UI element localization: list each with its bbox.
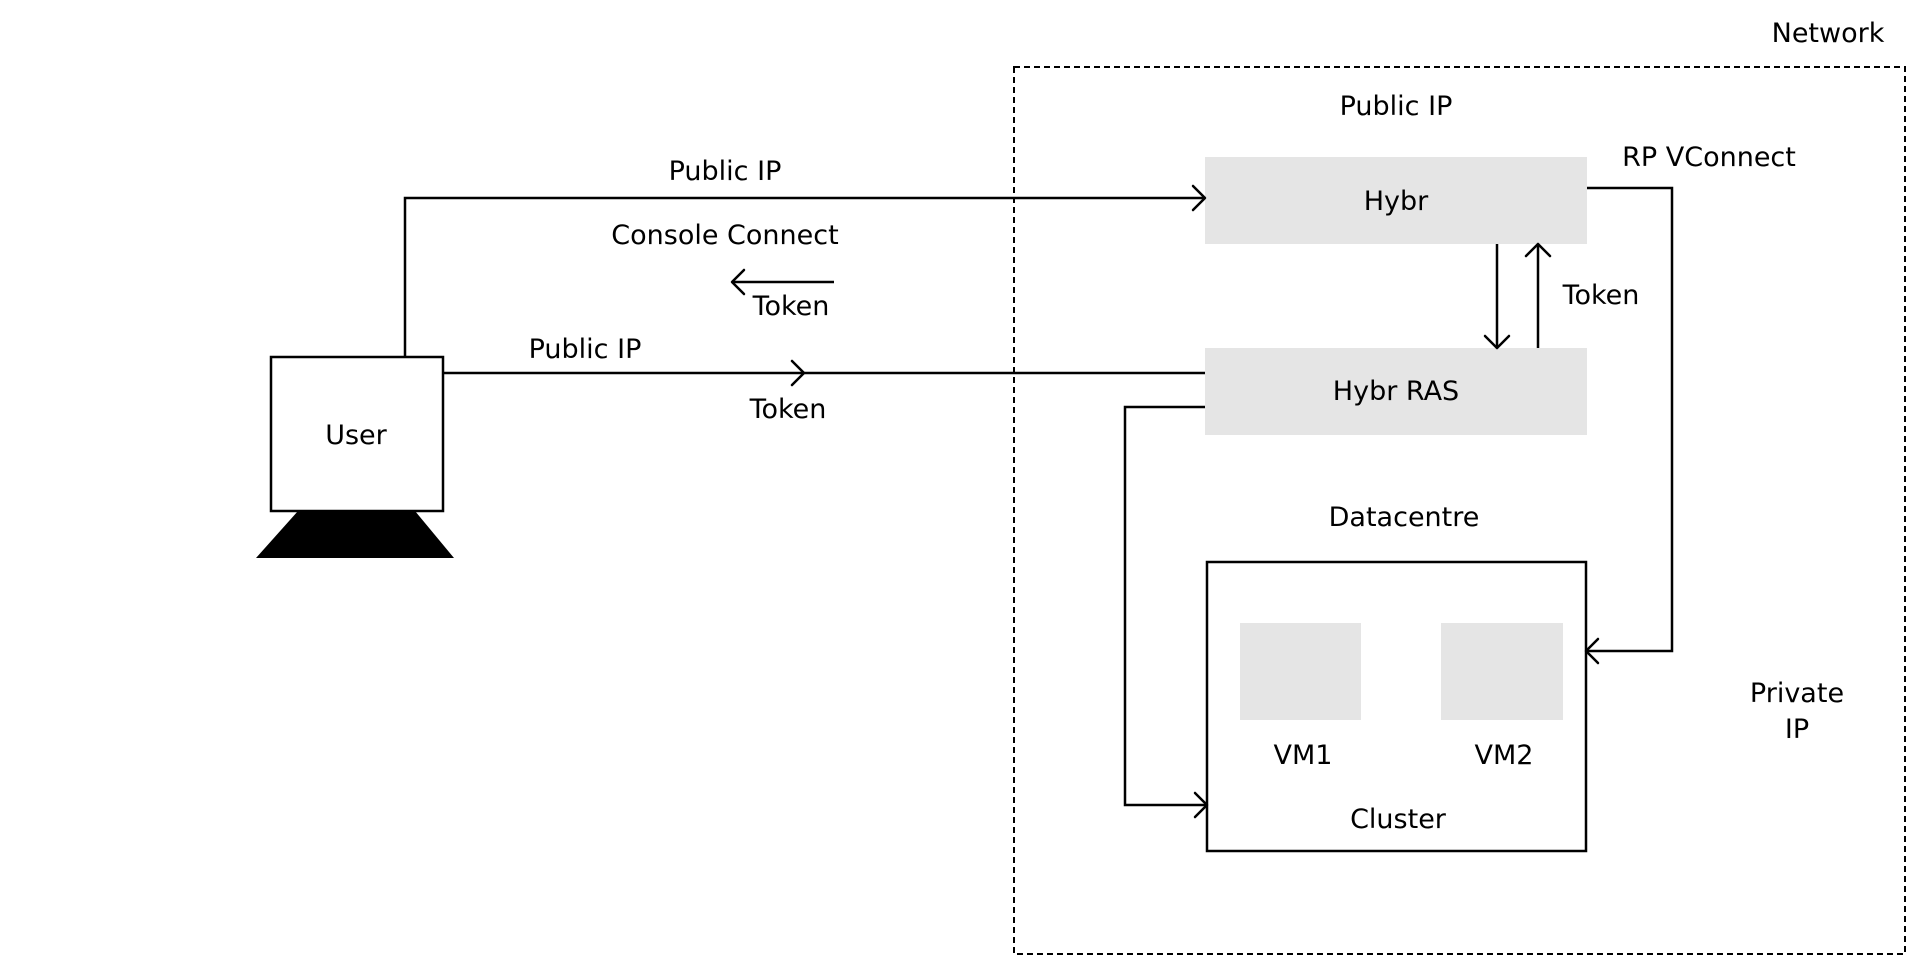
- ras-to-cluster-arrowhead: [1193, 791, 1209, 819]
- cluster-label: Cluster: [1350, 804, 1447, 835]
- hybr-ras-label: Hybr RAS: [1333, 376, 1459, 407]
- cluster-box: [1205, 560, 1588, 853]
- console-connect-label: Console Connect: [611, 220, 838, 251]
- computer-monitor-icon: [256, 511, 454, 558]
- token-lower-link-label: Token: [749, 394, 827, 425]
- private-ip-label-line2: IP: [1785, 714, 1809, 745]
- datacentre-label: Datacentre: [1329, 502, 1480, 533]
- network-boundary: [1013, 66, 1906, 955]
- user-to-hybr-arrowhead: [1191, 184, 1207, 212]
- vm1-box[interactable]: [1240, 623, 1361, 720]
- token-return-label: Token: [752, 291, 830, 322]
- user-node[interactable]: User: [256, 355, 454, 558]
- hybr-box: [1205, 157, 1587, 244]
- token-return-arrowhead: [730, 268, 746, 296]
- hybr-node[interactable]: Hybr: [1205, 157, 1587, 244]
- public-ip-upper-link-label: Public IP: [669, 156, 782, 187]
- hybr-ras-node[interactable]: Hybr RAS: [1205, 348, 1587, 435]
- rp-vconnect-label: RP VConnect: [1622, 142, 1796, 173]
- user-label: User: [325, 420, 387, 451]
- user-to-hybr-connector: [403, 196, 1205, 357]
- private-ip-label-line1: Private: [1750, 678, 1844, 709]
- vm2-label: VM2: [1475, 740, 1534, 771]
- hybr-ras-box: [1205, 348, 1587, 435]
- network-label: Network: [1772, 18, 1885, 49]
- hybr-label: Hybr: [1364, 186, 1429, 217]
- ras-to-cluster-connector: [1123, 405, 1207, 807]
- vm2-box[interactable]: [1441, 623, 1563, 720]
- hybr-to-ras-arrowhead: [1483, 334, 1511, 350]
- rp-vconnect-connector: [1586, 186, 1674, 653]
- public-ip-label-top: Public IP: [1340, 91, 1453, 122]
- cluster-node[interactable]: VM1 VM2 Cluster: [1205, 560, 1588, 853]
- ras-to-hybr-arrowhead: [1524, 242, 1552, 258]
- token-vertical-label: Token: [1562, 280, 1640, 311]
- user-to-ras-arrowhead: [790, 359, 806, 387]
- public-ip-lower-link-label: Public IP: [529, 334, 642, 365]
- vm1-label: VM1: [1274, 740, 1333, 771]
